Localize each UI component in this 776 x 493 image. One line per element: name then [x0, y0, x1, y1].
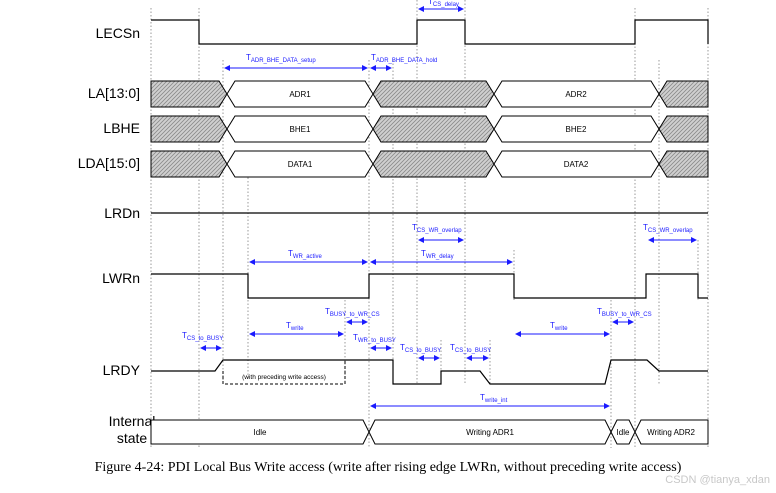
preceding-write-note: (with preceding write access)	[242, 374, 326, 381]
lecsn-waveform	[151, 19, 709, 45]
signal-lrdy-label: LRDY	[103, 362, 141, 378]
state-writing-adr2: Writing ADR2	[647, 428, 695, 437]
internal-state-bus	[150, 419, 709, 445]
timing-adr-hold: TADR_BHE_DATA_hold	[371, 53, 437, 64]
timing-busy-to-wr-cs-1: TBUSY_to_WR_CS	[325, 307, 380, 318]
signal-state-label: state	[117, 430, 148, 446]
bus-la	[150, 80, 709, 108]
reference-lines	[150, 0, 709, 448]
timing-write-1: Twrite	[286, 321, 304, 332]
bus-lbhe	[150, 115, 709, 143]
figure-caption: Figure 4-24: PDI Local Bus Write access …	[94, 460, 682, 475]
bus-bhe2: BHE2	[566, 125, 587, 134]
timing-busy-to-wr-cs-2: TBUSY_to_WR_CS	[597, 307, 652, 318]
timing-wr-active: TWR_active	[288, 249, 323, 260]
signal-lecsn-label: LECSn	[96, 25, 140, 41]
signal-lda-label: LDA[15:0]	[78, 155, 140, 171]
signal-internal-label: Internal	[109, 413, 156, 429]
bus-data2: DATA2	[564, 160, 589, 169]
lwrn-waveform	[151, 273, 708, 299]
timing-cs-wr-overlap-1: TCS_WR_overlap	[412, 223, 462, 234]
state-idle: Idle	[254, 428, 267, 437]
lrdy-waveform	[151, 359, 708, 385]
timing-wr-delay: TWR_delay	[421, 249, 454, 260]
timing-cs-to-busy-2: TCS_to_BUSY	[400, 343, 441, 354]
timing-write-2: Twrite	[550, 321, 568, 332]
watermark: CSDN @tianya_xdan	[665, 474, 770, 486]
state-writing-adr1: Writing ADR1	[466, 428, 514, 437]
timing-cs-to-busy-1: TCS_to_BUSY	[182, 331, 223, 342]
bus-lda	[150, 150, 709, 178]
timing-write-int: Twrite_int	[480, 393, 508, 404]
bus-adr2: ADR2	[565, 90, 587, 99]
timing-wr-to-busy: TWR_to_BUSY	[353, 333, 396, 344]
bus-bhe1: BHE1	[290, 125, 311, 134]
timing-labels: TCS_delay TADR_BHE_DATA_setup TADR_BHE_D…	[182, 0, 693, 404]
signal-labels: LECSn LA[13:0] LBHE LDA[15:0] LRDn LWRn …	[78, 25, 156, 446]
timing-arrows	[200, 6, 697, 409]
lrdy-preceding-write	[222, 360, 346, 385]
timing-adr-setup: TADR_BHE_DATA_setup	[246, 53, 316, 64]
signal-lwrn-label: LWRn	[102, 270, 140, 286]
bus-data1: DATA1	[288, 160, 313, 169]
timing-cs-to-busy-3: TCS_to_BUSY	[450, 343, 491, 354]
bus-adr1: ADR1	[289, 90, 311, 99]
signal-lrdn-label: LRDn	[104, 205, 140, 221]
state-idle-2: Idle	[617, 428, 630, 437]
timing-diagram: LECSn LA[13:0] LBHE LDA[15:0] LRDn LWRn …	[78, 0, 709, 448]
bus-values: ADR1 ADR2 BHE1 BHE2 DATA1 DATA2	[288, 90, 589, 169]
internal-state-values: Idle Writing ADR1 Idle Writing ADR2	[254, 428, 696, 437]
timing-cs-delay: TCS_delay	[428, 0, 459, 8]
timing-cs-wr-overlap-2: TCS_WR_overlap	[643, 223, 693, 234]
signal-lbhe-label: LBHE	[103, 120, 140, 136]
signal-la-label: LA[13:0]	[88, 85, 140, 101]
